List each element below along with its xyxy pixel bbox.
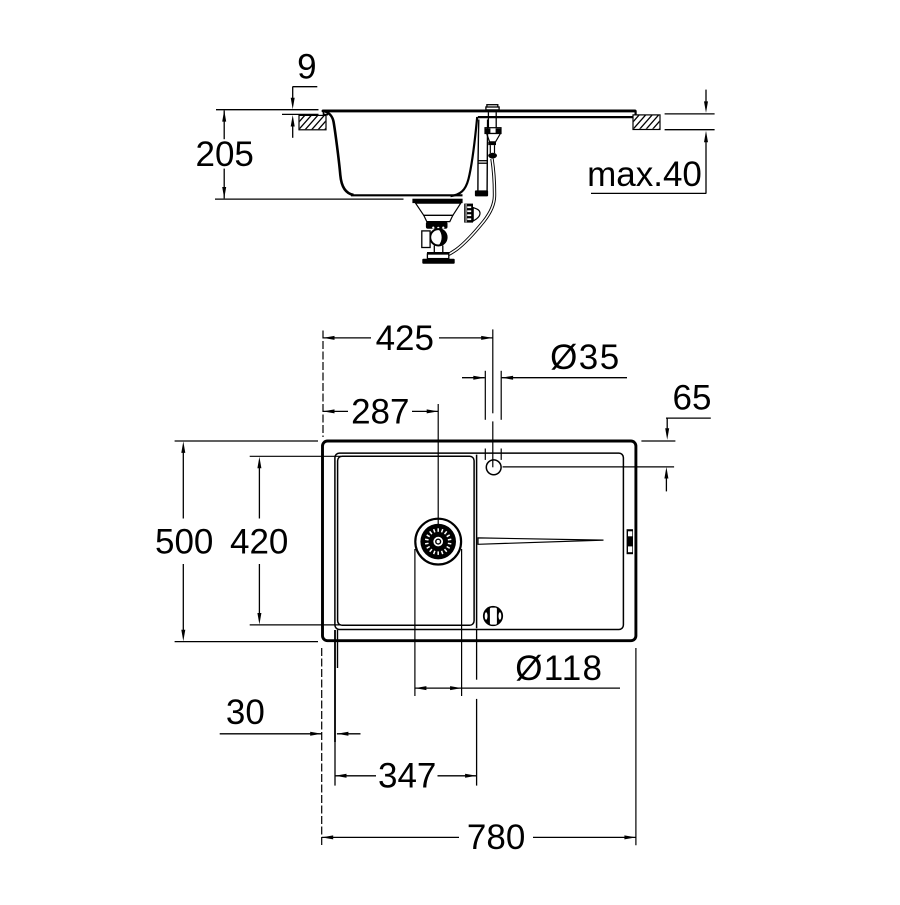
svg-text:287: 287 [351,392,409,431]
svg-text:Ø35: Ø35 [550,338,621,377]
svg-text:347: 347 [378,757,436,796]
svg-text:780: 780 [467,818,525,857]
svg-text:30: 30 [226,693,265,732]
svg-text:420: 420 [230,522,288,561]
svg-text:65: 65 [673,378,712,417]
svg-text:500: 500 [155,522,213,561]
svg-text:Ø118: Ø118 [515,649,603,688]
svg-text:205: 205 [195,135,253,174]
svg-text:9: 9 [297,47,316,86]
svg-text:max.40: max.40 [587,155,702,194]
svg-text:425: 425 [376,319,434,358]
